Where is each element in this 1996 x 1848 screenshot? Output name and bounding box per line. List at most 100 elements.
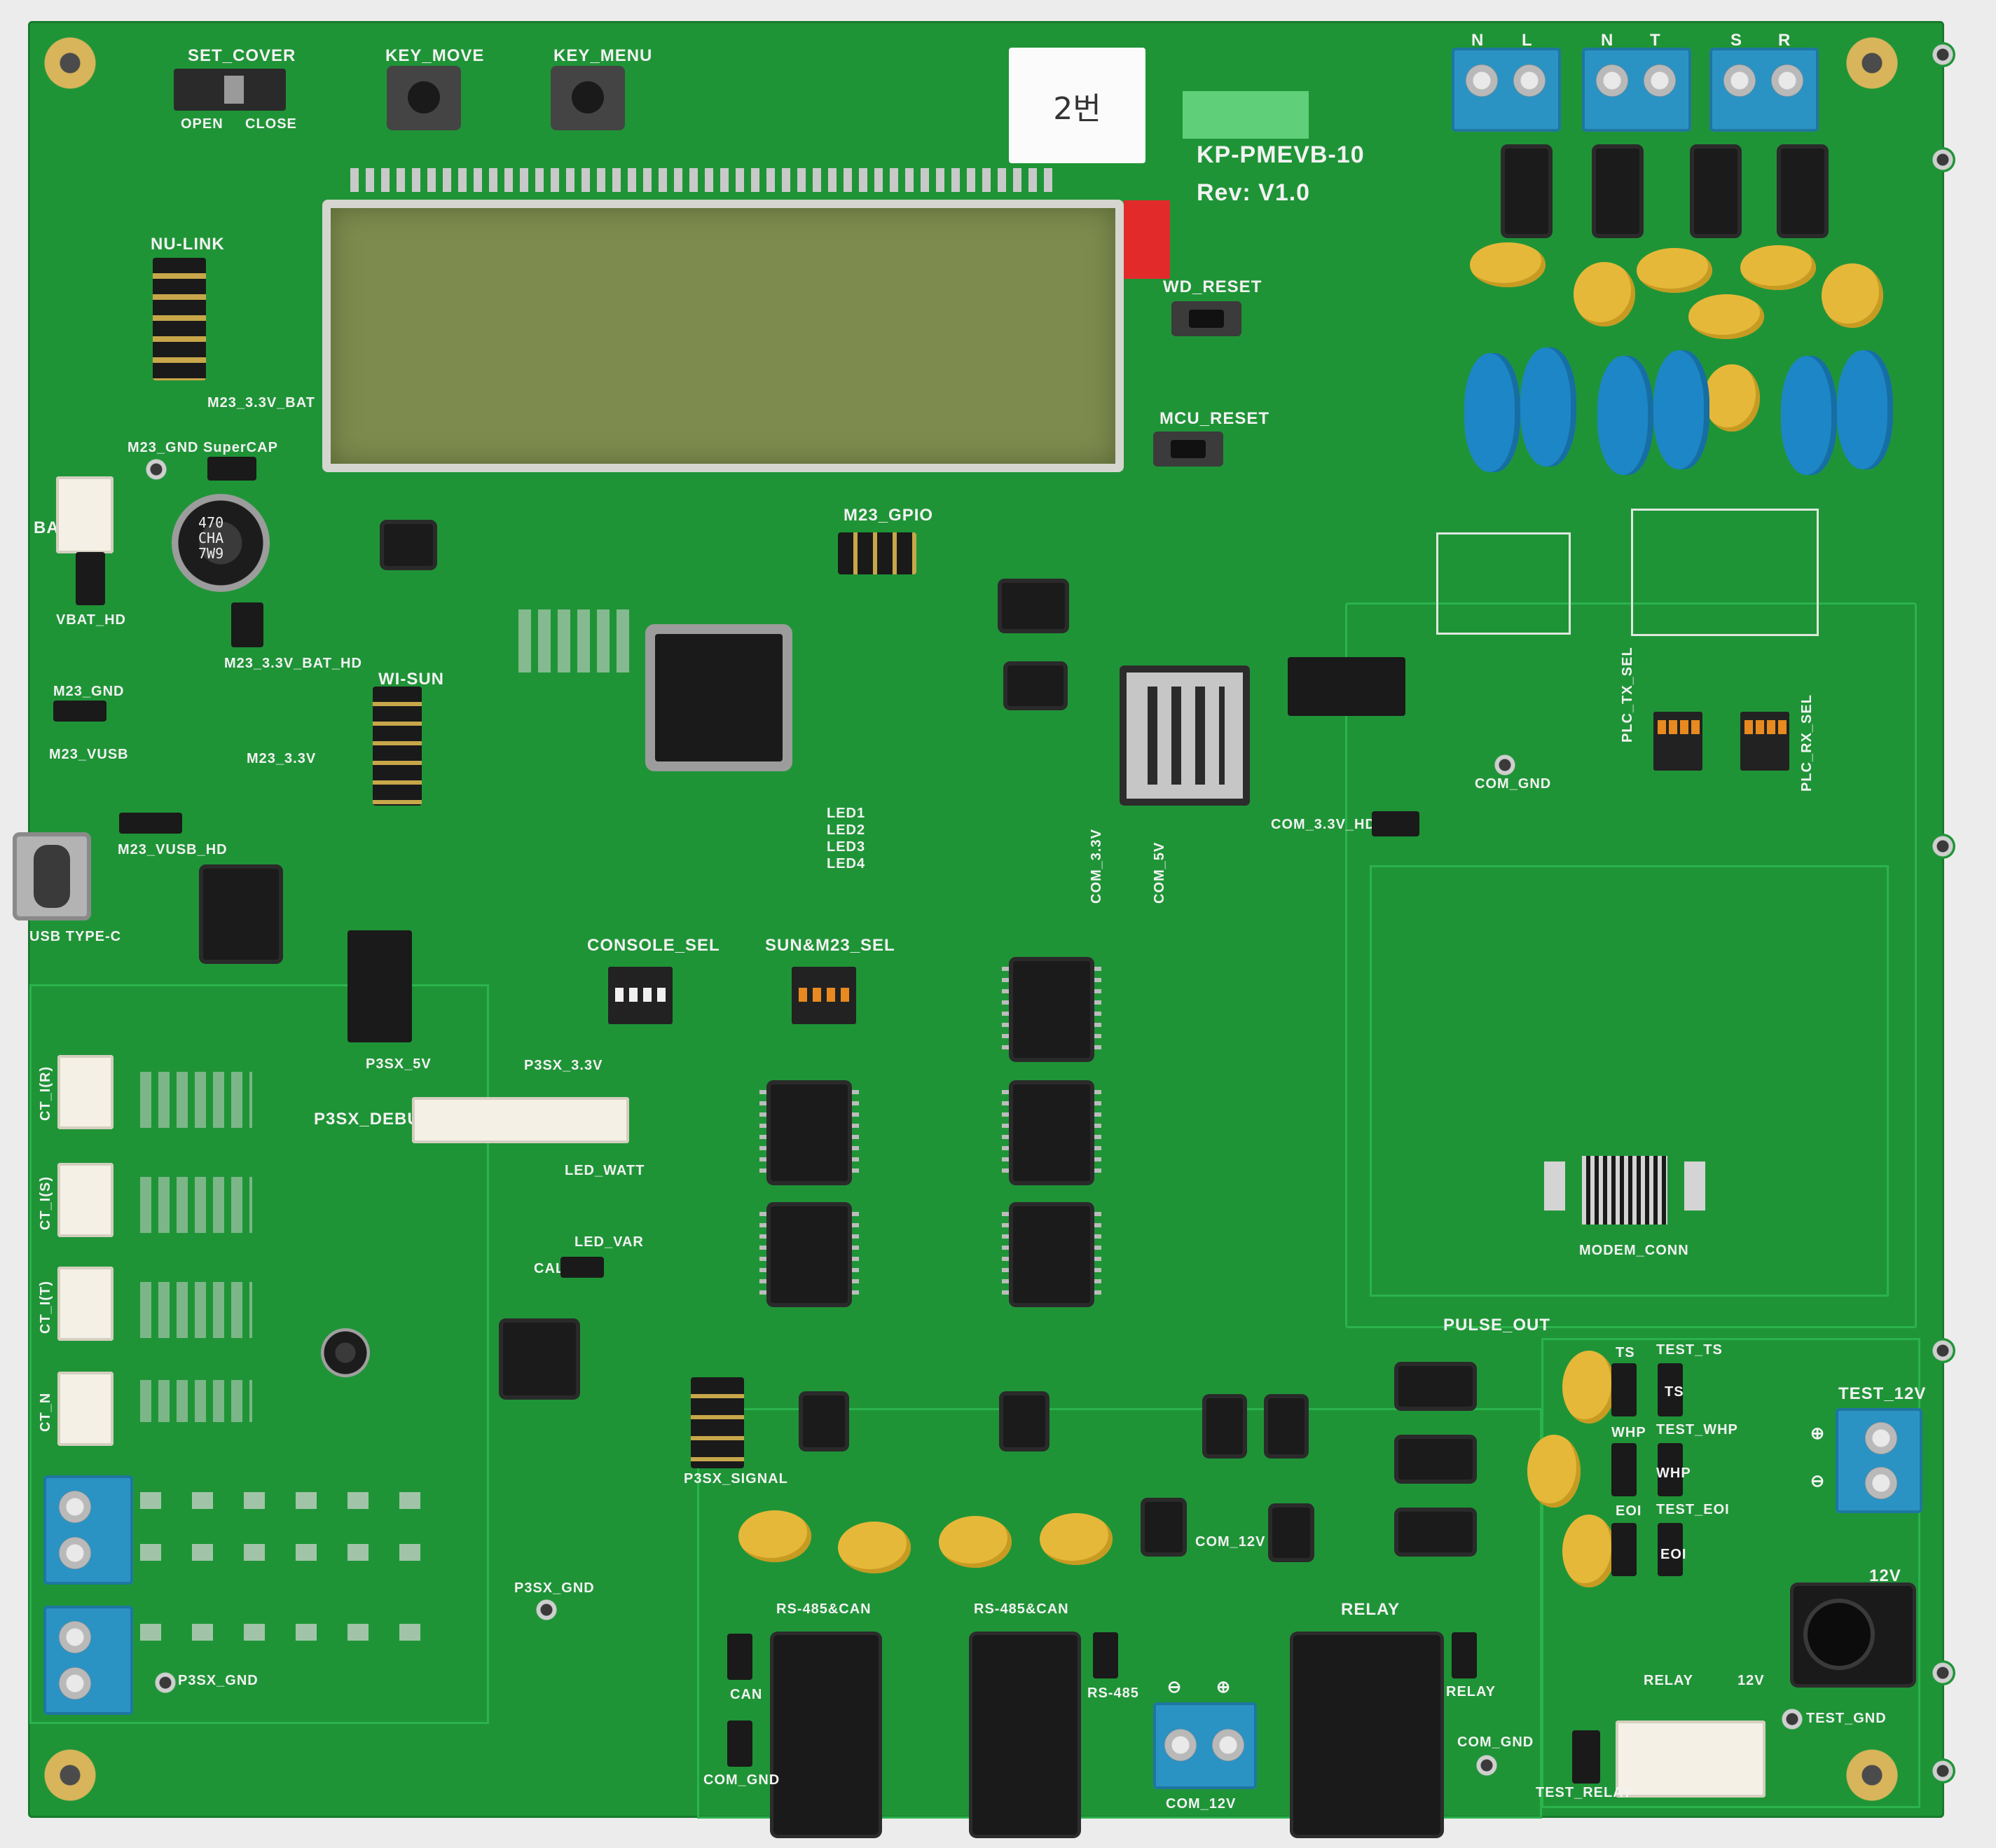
transceiver-ic (803, 1395, 845, 1447)
dip-key[interactable] (643, 988, 652, 1002)
rj45-jack-1[interactable] (773, 1635, 879, 1835)
key-menu-button[interactable] (551, 66, 625, 130)
screw[interactable] (1644, 64, 1676, 97)
ct-s-connector[interactable] (57, 1163, 113, 1237)
cal-header[interactable] (560, 1257, 604, 1278)
screw[interactable] (59, 1621, 91, 1653)
dip-key[interactable] (657, 988, 666, 1002)
rs485-header[interactable] (1093, 1632, 1118, 1678)
m23-vusb-jumper[interactable] (119, 813, 182, 834)
eoi-header[interactable] (1611, 1523, 1637, 1576)
screw[interactable] (59, 1667, 91, 1699)
modem-pad-left (1544, 1161, 1565, 1211)
label-led2: LED2 (827, 822, 866, 838)
screw[interactable] (1596, 64, 1628, 97)
dip-key[interactable] (1680, 720, 1688, 734)
test-point[interactable] (534, 1597, 559, 1622)
screw[interactable] (59, 1491, 91, 1523)
bat-connector[interactable] (56, 476, 113, 553)
screw[interactable] (1513, 64, 1546, 97)
screw[interactable] (59, 1537, 91, 1569)
relay-header[interactable] (1452, 1632, 1477, 1678)
m23-gnd-header[interactable] (53, 701, 106, 722)
dip-key[interactable] (799, 988, 807, 1002)
can-header[interactable] (727, 1634, 752, 1680)
terminal-sr[interactable] (1709, 48, 1819, 132)
whp-header[interactable] (1611, 1443, 1637, 1496)
dip-key[interactable] (827, 988, 835, 1002)
com-12v-terminal[interactable] (1153, 1702, 1257, 1789)
test-relay-header[interactable] (1572, 1730, 1600, 1784)
dip-key[interactable] (813, 988, 821, 1002)
isolator-u31 (1002, 1084, 1101, 1181)
wd-reset-button[interactable] (1171, 301, 1241, 336)
nu-link-header[interactable] (153, 258, 206, 380)
test-ts-header[interactable] (1658, 1363, 1683, 1416)
dip-key[interactable] (1691, 720, 1700, 734)
terminal-nl[interactable] (1452, 48, 1561, 132)
com-3v3-jumper[interactable] (1372, 811, 1419, 836)
com-gnd-header[interactable] (727, 1721, 752, 1767)
rj45-jack-2[interactable] (972, 1635, 1078, 1835)
rj45-jack-relay[interactable] (1293, 1635, 1440, 1835)
sim-card-slot[interactable] (1120, 666, 1250, 806)
test-point[interactable] (1492, 752, 1517, 778)
dip-key[interactable] (1778, 720, 1787, 734)
key-move-button[interactable] (387, 66, 461, 130)
relay-output-connector[interactable] (1616, 1721, 1766, 1798)
test-whp-header[interactable] (1658, 1443, 1683, 1496)
ts-header[interactable] (1611, 1363, 1637, 1416)
ct-t-connector[interactable] (57, 1267, 113, 1341)
set-cover-switch[interactable] (174, 69, 286, 111)
fuse (1505, 149, 1548, 234)
dip-key[interactable] (1756, 720, 1764, 734)
m23-3v3-bat-hd-jumper[interactable] (231, 602, 263, 647)
test-eoi-header[interactable] (1658, 1523, 1683, 1576)
p3sx-debug-connector[interactable] (412, 1097, 629, 1143)
sun-m23-dip-switch[interactable] (792, 967, 856, 1024)
dip-key[interactable] (841, 988, 849, 1002)
screw[interactable] (1865, 1467, 1897, 1499)
dip-key[interactable] (615, 988, 624, 1002)
voltage-terminal-1[interactable] (43, 1475, 133, 1585)
fuse (1596, 149, 1639, 234)
test-point[interactable] (1474, 1753, 1499, 1778)
screw[interactable] (1466, 64, 1498, 97)
test-point[interactable] (1780, 1706, 1805, 1732)
com-connector[interactable] (1288, 657, 1405, 716)
usb-type-c-port[interactable] (13, 832, 91, 920)
screw[interactable] (1865, 1422, 1897, 1454)
dip-key[interactable] (1658, 720, 1666, 734)
ct-n-connector[interactable] (57, 1372, 113, 1446)
p3sx-power-jumper[interactable] (347, 930, 412, 1042)
dip-key[interactable] (1744, 720, 1753, 734)
plc-rx-dip-switch[interactable] (1740, 712, 1789, 771)
plc-tx-dip-switch[interactable] (1653, 712, 1702, 771)
modem-connector[interactable] (1582, 1156, 1667, 1225)
test-point[interactable] (144, 457, 169, 482)
test-12v-terminal[interactable] (1836, 1408, 1922, 1513)
label-key-move: KEY_MOVE (385, 46, 485, 65)
dc-power-jack[interactable] (1794, 1586, 1913, 1684)
screw[interactable] (1164, 1729, 1197, 1761)
m23-gpio-header[interactable] (838, 532, 916, 574)
screw[interactable] (1723, 64, 1756, 97)
screw[interactable] (1212, 1729, 1244, 1761)
dip-key[interactable] (1767, 720, 1775, 734)
label-m23-vusb: M23_VUSB (49, 747, 129, 762)
dip-key[interactable] (629, 988, 638, 1002)
screw[interactable] (1771, 64, 1803, 97)
terminal-nt[interactable] (1582, 48, 1691, 132)
dip-key[interactable] (1669, 720, 1677, 734)
voltage-terminal-2[interactable] (43, 1606, 133, 1715)
test-point[interactable] (153, 1670, 178, 1695)
ct-r-connector[interactable] (57, 1055, 113, 1129)
blue-varistor (1464, 353, 1520, 472)
wi-sun-header[interactable] (373, 687, 422, 806)
bat-jumper[interactable] (76, 552, 105, 605)
console-dip-switch[interactable] (608, 967, 673, 1024)
p3sx-signal-header[interactable] (691, 1377, 744, 1468)
supercap-header[interactable] (207, 457, 256, 481)
mcu-reset-button[interactable] (1153, 432, 1223, 467)
